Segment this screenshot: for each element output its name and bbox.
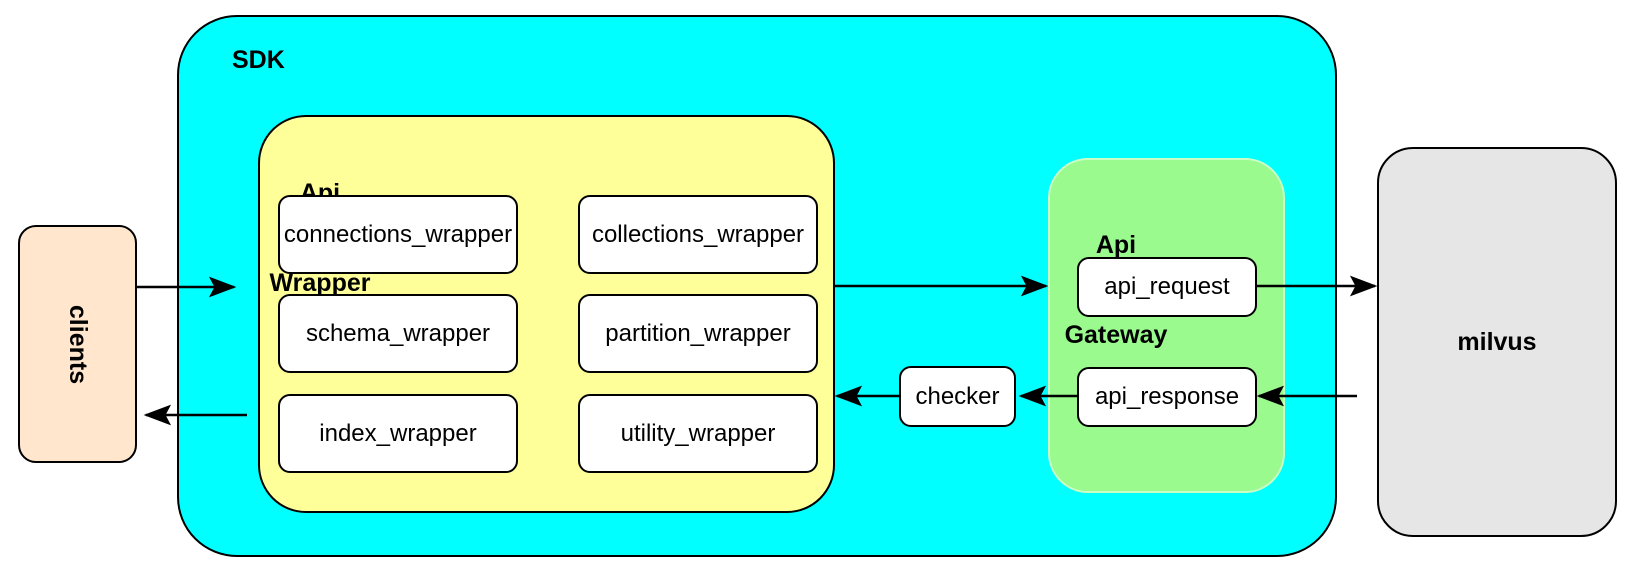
partition-wrapper-box: partition_wrapper	[578, 294, 818, 373]
index-wrapper-box: index_wrapper	[278, 394, 518, 473]
milvus-box: milvus	[1377, 147, 1617, 537]
api-response-box: api_response	[1077, 367, 1257, 427]
collections-wrapper-box: collections_wrapper	[578, 195, 818, 274]
schema-wrapper-box: schema_wrapper	[278, 294, 518, 373]
sdk-label: SDK	[232, 46, 285, 74]
clients-box: clients	[18, 225, 137, 463]
api-gateway-container	[1048, 158, 1285, 493]
api-request-box: api_request	[1077, 257, 1257, 317]
milvus-label: milvus	[1457, 327, 1537, 356]
api-gateway-label: Api Gateway	[1061, 170, 1171, 410]
checker-box: checker	[899, 366, 1016, 427]
api-gateway-label-line1: Api	[1095, 231, 1137, 259]
connections-wrapper-box: connections_wrapper	[278, 195, 518, 274]
clients-label: clients	[63, 304, 92, 384]
utility-wrapper-box: utility_wrapper	[578, 394, 818, 473]
api-gateway-label-line2: Gateway	[1064, 321, 1168, 349]
